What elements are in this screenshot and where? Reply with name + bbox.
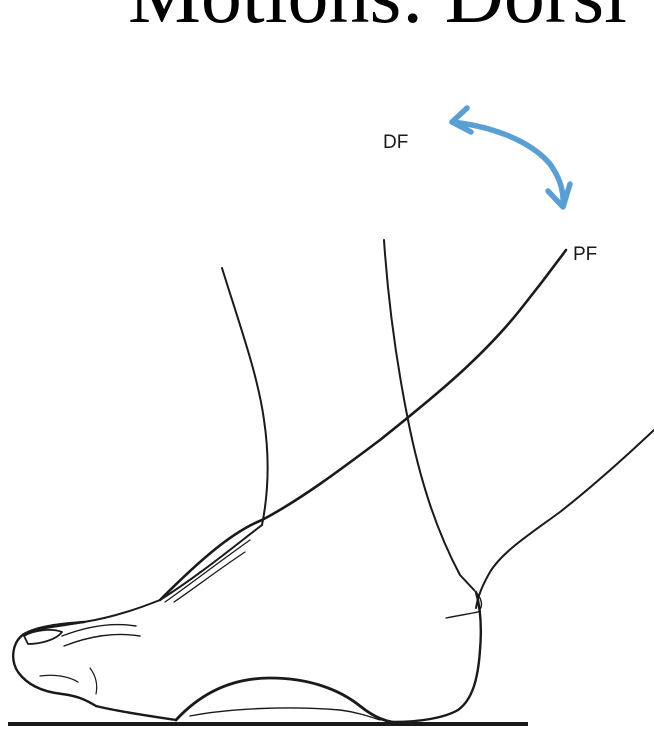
arrowhead-dorsiflexion-icon [452, 108, 471, 132]
ankle-contour-plantarflexed [476, 430, 654, 608]
foot-illustration [13, 240, 654, 722]
leg-back-contour [384, 240, 474, 590]
toe-detail [40, 675, 78, 682]
toe-detail [90, 668, 97, 694]
instep-detail [165, 540, 250, 602]
arch-shadow [190, 708, 380, 720]
dorsum-line-plantarflexed [160, 250, 566, 600]
leg-front-contour [222, 268, 268, 525]
label-dorsiflexion: DF [383, 132, 408, 153]
heel [392, 592, 481, 722]
foot-arch [176, 678, 392, 722]
toe-detail [64, 634, 140, 646]
label-plantarflexion: PF [573, 244, 597, 265]
motion-arrow [452, 108, 570, 207]
foot-sole [96, 706, 176, 720]
